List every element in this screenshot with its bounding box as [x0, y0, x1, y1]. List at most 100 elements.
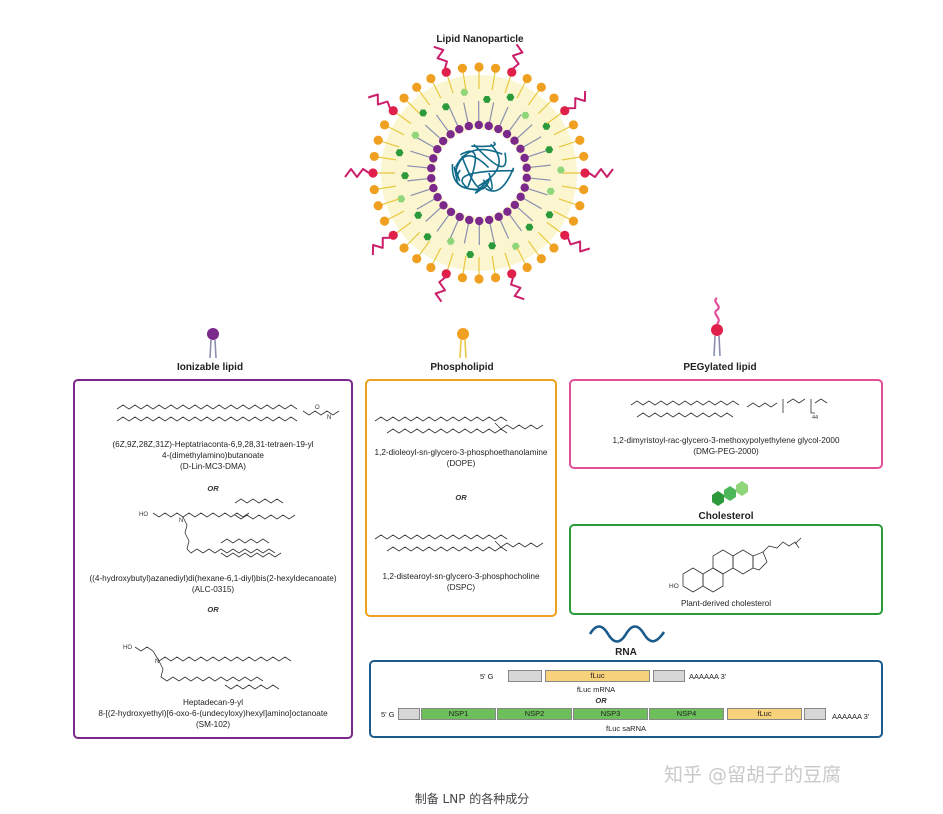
- np-peg-head: [507, 269, 517, 279]
- np-outer-tail: [537, 231, 552, 246]
- np-outer-tail: [504, 252, 512, 271]
- np-ionizable-head: [455, 212, 464, 222]
- mrna-5-utr: [508, 670, 542, 682]
- np-peg-head: [388, 106, 398, 116]
- np-ionizable-head: [484, 121, 493, 131]
- np-phospholipid-head: [536, 82, 546, 92]
- mrna-name: fLuc mRNA: [576, 685, 616, 694]
- np-peg-chain: [567, 90, 587, 110]
- np-outer-tail: [418, 90, 431, 106]
- np-outer-tail: [406, 100, 421, 115]
- np-phospholipid-head: [522, 262, 532, 273]
- np-inner-tail: [528, 188, 548, 196]
- np-phospholipid-head: [412, 82, 422, 92]
- dspc-structure: [374, 534, 544, 552]
- np-peg-chain: [371, 236, 391, 256]
- np-outer-tail: [381, 198, 400, 206]
- np-cholesterol: [397, 195, 406, 203]
- np-inner-tail: [517, 207, 534, 222]
- np-peg-head: [368, 168, 378, 178]
- np-cholesterol: [441, 103, 450, 111]
- pegylated-lipid-panel: 44 1,2-dimyristoyl-rac-glycero-3-methoxy…: [569, 379, 883, 469]
- np-ionizable-head: [427, 174, 436, 183]
- np-peg-chain: [434, 276, 447, 303]
- np-phospholipid-head: [412, 254, 422, 264]
- np-inner-tail: [463, 223, 470, 244]
- np-inner-tail: [435, 114, 449, 132]
- cholesterol-icon: [712, 481, 748, 506]
- np-phospholipid-head: [399, 243, 409, 253]
- np-outer-tail: [558, 140, 577, 148]
- sarna-name: fLuc saRNA: [605, 724, 647, 733]
- dlin-mc3-dma-name-1: (6Z,9Z,28Z,31Z)-Heptatriaconta-6,9,28,31…: [112, 440, 314, 449]
- dspc-abbr: (DSPC): [446, 583, 476, 592]
- dope-structure: [374, 416, 544, 434]
- np-ionizable-head: [433, 144, 442, 154]
- np-inner-tail: [499, 220, 510, 239]
- np-ionizable-head: [520, 183, 529, 192]
- np-inner-tail: [416, 136, 435, 148]
- np-outer-tail: [553, 126, 571, 136]
- np-cholesterol: [482, 96, 491, 103]
- np-inner-core: [435, 129, 523, 217]
- np-outer-tail: [406, 231, 421, 246]
- np-phospholipid-head: [399, 93, 409, 103]
- dmg-peg-2000-structure: 44: [630, 398, 828, 421]
- np-peg-head: [507, 67, 517, 77]
- rna-strand-icon: [588, 625, 666, 643]
- phospholipid-icon: [457, 328, 469, 359]
- np-ionizable-head: [494, 124, 503, 134]
- sarna-5-utr: [398, 708, 420, 720]
- np-ionizable-head: [510, 136, 519, 145]
- np-inner-tail: [523, 198, 542, 210]
- np-phospholipid-head: [474, 62, 484, 72]
- alc-0315-structure: HO N: [139, 498, 296, 558]
- np-cholesterol: [506, 93, 515, 101]
- np-peg-chain: [344, 168, 370, 178]
- np-inner-tail: [410, 150, 430, 158]
- np-inner-tail: [407, 165, 428, 169]
- np-outer-tail: [396, 221, 412, 234]
- ionizable-lipid-label: Ionizable lipid: [176, 362, 244, 373]
- np-cholesterol: [401, 172, 409, 180]
- np-cholesterol: [460, 88, 469, 96]
- np-peg-chain: [567, 237, 591, 253]
- np-outer-tail: [537, 100, 552, 115]
- np-phospholipid-head: [568, 120, 579, 130]
- np-phospholipid-head: [549, 93, 559, 103]
- np-cholesterol: [525, 223, 534, 231]
- np-peg-head: [388, 230, 398, 240]
- np-phospholipid-head: [568, 216, 579, 226]
- np-phospholipid-head: [373, 201, 383, 211]
- sm-102-name-1: Heptadecan-9-yl: [182, 698, 244, 707]
- sm-102-ho-label: HO: [123, 645, 132, 651]
- np-outer-tail: [462, 72, 467, 91]
- np-peg-chain: [588, 168, 614, 178]
- np-ionizable-head: [475, 216, 484, 226]
- np-cholesterol: [395, 149, 404, 157]
- np-phospholipid-head: [474, 274, 484, 284]
- sarna-gene-nsp3: NSP3: [573, 708, 648, 720]
- np-peg-head: [560, 106, 570, 116]
- np-phospholipid-head: [579, 184, 589, 195]
- watermark: 知乎 @留胡子的豆腐: [664, 764, 842, 786]
- np-ionizable-head: [516, 192, 525, 202]
- sarna-gene-nsp1: NSP1: [421, 708, 496, 720]
- np-inner-tail: [530, 177, 551, 181]
- np-inner-tail: [488, 102, 495, 123]
- np-inner-tail: [424, 124, 441, 139]
- np-cholesterol: [545, 211, 554, 219]
- mrna-5-prime-label: 5' G: [480, 672, 494, 681]
- np-ionizable-head: [429, 183, 438, 193]
- np-phospholipid-head: [490, 273, 501, 283]
- np-phospholipid-head: [457, 273, 468, 283]
- dlin-mc3-dma-structure: O N: [116, 404, 340, 422]
- np-outer-tail: [387, 210, 405, 220]
- np-outer-tail: [446, 75, 454, 94]
- np-ionizable-head: [503, 207, 512, 216]
- np-peg-chain: [510, 277, 525, 301]
- np-outer-tail: [378, 156, 397, 161]
- np-inner-tail: [528, 149, 548, 158]
- np-inner-tail: [416, 198, 435, 210]
- or-label: OR: [207, 605, 219, 614]
